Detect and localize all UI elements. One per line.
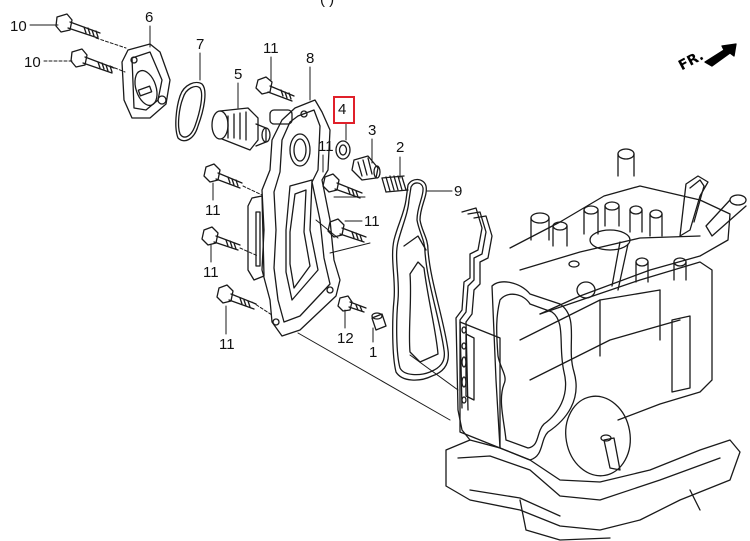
callout-11-left-3[interactable]: 11 <box>219 336 235 353</box>
callout-1[interactable]: 1 <box>369 344 378 361</box>
callout-8[interactable]: 8 <box>306 50 315 67</box>
highlight-box <box>333 96 355 124</box>
callout-10-lower[interactable]: 10 <box>24 54 41 71</box>
bolt-10-lower <box>70 48 115 74</box>
callout-11-right[interactable]: 11 <box>364 213 380 230</box>
callout-2[interactable]: 2 <box>396 139 405 156</box>
callout-11-top[interactable]: 11 <box>263 40 279 57</box>
callout-9[interactable]: 9 <box>454 183 463 200</box>
callout-3[interactable]: 3 <box>368 122 377 139</box>
bolt-12 <box>337 295 367 313</box>
o-ring-7 <box>175 81 206 142</box>
front-arrow-icon <box>704 43 737 67</box>
bolt-10-upper <box>55 13 101 39</box>
callout-11-mid[interactable]: 11 <box>318 138 334 155</box>
valve-3 <box>351 155 381 181</box>
callout-12[interactable]: 12 <box>337 330 354 347</box>
callout-6[interactable]: 6 <box>145 9 154 26</box>
callout-4[interactable]: 4 <box>338 101 347 118</box>
thermostat-cover-6 <box>121 43 171 119</box>
callout-5[interactable]: 5 <box>234 66 243 83</box>
spring-2 <box>381 175 409 193</box>
callout-7[interactable]: 7 <box>196 36 205 53</box>
gasket-9 <box>391 178 450 381</box>
thermostat-5 <box>211 107 271 151</box>
dowel-pin-1 <box>371 312 387 331</box>
bolt-11-mid-right <box>322 173 363 199</box>
cover-plate-8 <box>247 99 341 337</box>
callout-11-left-2[interactable]: 11 <box>203 264 219 281</box>
bolt-11-mid-right-lower <box>327 218 367 243</box>
bolt-11-left-1 <box>203 163 243 189</box>
bolt-11-top <box>255 76 295 102</box>
callout-11-left-1[interactable]: 11 <box>205 202 221 219</box>
seal-washer-4 <box>335 140 351 160</box>
title-fragment: ( ) <box>320 0 334 8</box>
bolt-11-left-2 <box>201 226 241 251</box>
engine-block <box>445 148 747 541</box>
callout-10-upper[interactable]: 10 <box>10 18 27 35</box>
bolt-11-left-3 <box>216 284 257 310</box>
